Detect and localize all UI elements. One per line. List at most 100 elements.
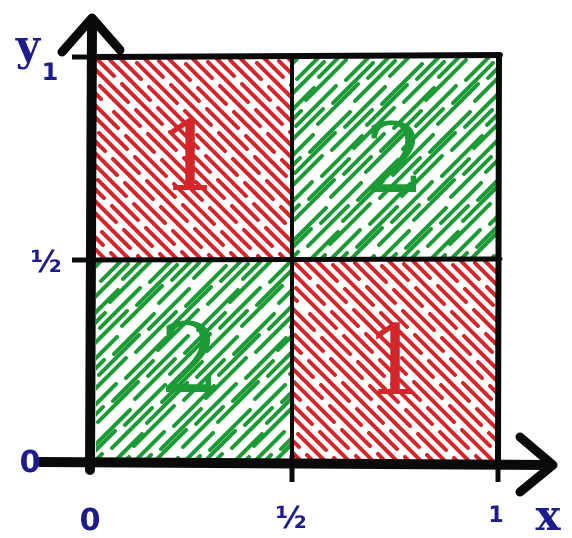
hatch-stroke — [252, 202, 292, 245]
hatch-stroke — [264, 226, 292, 257]
hatch-stroke — [352, 308, 396, 352]
hatch-stroke — [96, 139, 107, 153]
hatch-stroke — [160, 14, 200, 54]
hatch-stroke — [253, 359, 292, 401]
x-axis — [35, 457, 555, 470]
hatch-stroke — [302, 12, 342, 52]
hatch-stroke — [329, 357, 373, 401]
hatch-stroke — [331, 263, 375, 307]
hatch-stroke — [96, 288, 120, 315]
hatch-stroke — [96, 335, 119, 361]
hatch-stroke — [216, 380, 260, 424]
hatch-stroke — [292, 178, 336, 222]
hatch-stroke — [232, 110, 276, 154]
hatch-stroke — [416, 432, 447, 460]
hatch-stroke — [112, 312, 156, 356]
hatch-stroke — [100, 230, 133, 260]
hatch-stroke — [124, 336, 168, 380]
hatch-stroke — [428, 110, 472, 154]
hatch-stroke — [377, 405, 421, 449]
hatch-stroke — [355, 205, 399, 249]
y-tick-label-half: ½ — [30, 245, 61, 280]
hatch-stroke — [156, 106, 200, 150]
hatch-stroke — [463, 287, 498, 325]
hatch-stroke — [307, 359, 351, 403]
hatch-stroke — [320, 134, 364, 178]
hatch-stroke — [96, 115, 129, 151]
hatch-stroke — [111, 157, 155, 201]
hatch-stroke — [355, 407, 399, 451]
x-tick-label-0: 0 — [80, 503, 101, 538]
y-axis-letter: y — [15, 21, 42, 70]
hatch-stroke — [108, 58, 152, 102]
x-axis-letter: x — [535, 491, 561, 538]
hatch-stroke — [141, 58, 165, 79]
hatch-stroke — [159, 205, 203, 249]
hatch-stroke — [319, 181, 363, 225]
hatch-stroke — [96, 262, 130, 299]
hatch-stroke — [391, 133, 435, 177]
hatch-stroke — [365, 285, 409, 329]
hatch-stroke — [379, 109, 423, 153]
hatch-stroke — [242, 228, 277, 260]
hatch-stroke — [361, 260, 388, 284]
hatch-stroke — [265, 395, 292, 425]
hatch-stroke — [193, 227, 229, 260]
hatch-stroke — [415, 58, 441, 81]
hatch-stroke — [133, 357, 177, 401]
hatch-stroke — [144, 226, 181, 260]
hatch-stroke — [146, 334, 190, 378]
hatch-stroke — [306, 406, 350, 450]
hatch-stroke — [498, 12, 538, 52]
hatch-stroke — [160, 158, 204, 202]
hatch-stroke — [473, 75, 498, 103]
hatch-stroke — [182, 156, 226, 200]
hatch-stroke — [231, 13, 271, 53]
hatch-stroke — [96, 67, 130, 104]
hatch-stroke — [146, 132, 190, 176]
hatch-stroke — [502, 266, 542, 306]
hatch-stroke — [276, 333, 292, 352]
hatch-stroke — [121, 260, 145, 281]
hatch-stroke — [448, 202, 492, 246]
region-bottom-right-label: 1 — [364, 305, 425, 417]
hatch-stroke — [232, 312, 276, 356]
hatch-stroke — [436, 284, 480, 328]
hatch-stroke — [240, 284, 284, 328]
hatch-stroke — [208, 206, 252, 250]
hatch-stroke — [368, 182, 412, 226]
hatch-stroke — [377, 229, 411, 260]
hatch-stroke — [412, 380, 456, 424]
hatch-stroke — [156, 308, 200, 352]
hatch-stroke — [241, 260, 265, 281]
hatch-stroke — [183, 109, 227, 153]
hatch-stroke — [364, 332, 408, 376]
hatch-stroke — [463, 91, 498, 129]
hatch-stroke — [252, 405, 292, 448]
hatch-stroke — [337, 260, 361, 281]
hatch-stroke — [424, 58, 468, 102]
hatch-stroke — [96, 311, 107, 325]
hatch-stroke — [96, 358, 106, 371]
hatch-stroke — [165, 58, 192, 82]
hatch-stroke — [327, 228, 362, 260]
x-axis-arrowhead — [515, 432, 558, 497]
hatch-stroke — [279, 205, 292, 221]
hatch-stroke — [447, 228, 482, 260]
hatch-stroke — [352, 106, 396, 150]
hatch-stroke — [293, 131, 337, 175]
hatch-stroke — [205, 309, 249, 353]
hatch-stroke — [183, 431, 215, 460]
hatch-stroke — [451, 61, 495, 105]
hatch-stroke — [306, 204, 350, 248]
hatch-stroke — [316, 284, 360, 328]
hatch-stroke — [365, 83, 409, 127]
hatch-stroke — [203, 429, 237, 460]
hatch-stroke — [231, 157, 275, 201]
hatch-stroke — [218, 84, 262, 128]
hatch-stroke — [253, 430, 286, 460]
hatch-stroke — [205, 107, 249, 151]
hatch-stroke — [292, 180, 314, 205]
hatch-stroke — [96, 429, 117, 453]
hatch-stroke — [390, 382, 434, 426]
